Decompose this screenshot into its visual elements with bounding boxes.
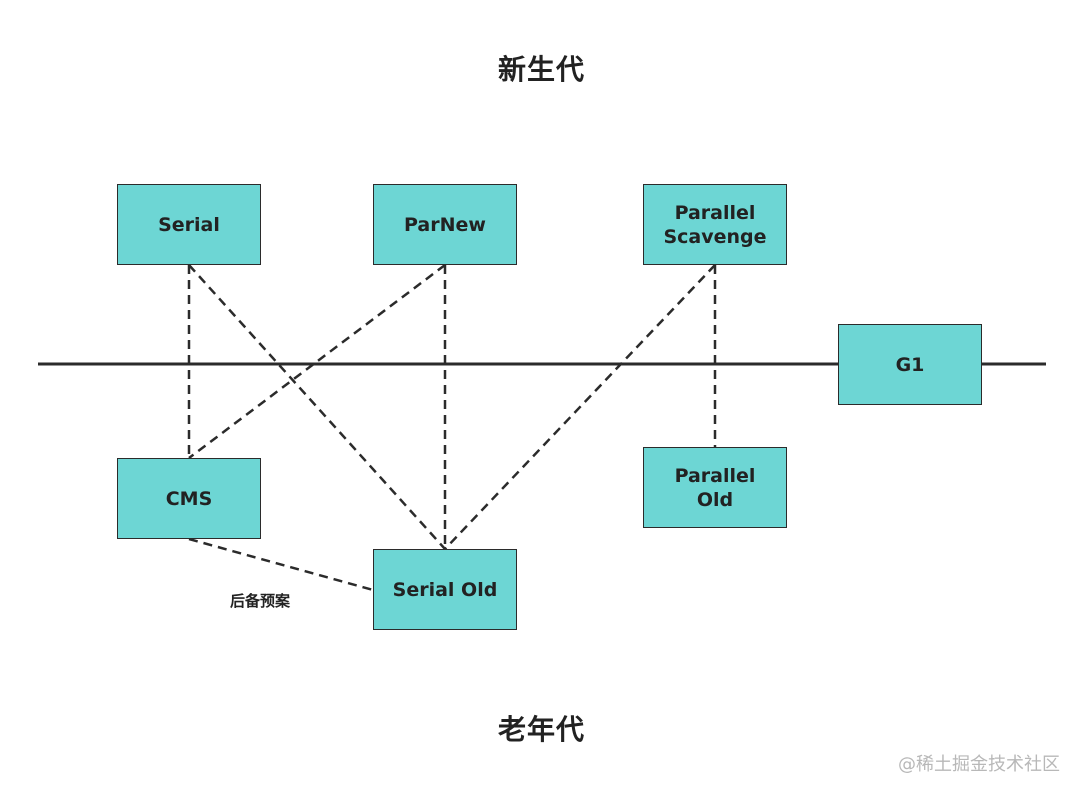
- serial-old-label: Serial Old: [392, 578, 498, 601]
- link-serial-serial-old: [188, 264, 446, 550]
- link-cms-serial-old-fallback: [188, 537, 374, 592]
- parallel-scavenge-label-line-2: Scavenge: [663, 225, 767, 248]
- serial-old-collector-box: Serial Old: [373, 549, 517, 630]
- fallback-annotation: 后备预案: [230, 592, 291, 610]
- parallel-old-label-line-2: Old: [696, 488, 734, 511]
- parnew-collector-box: ParNew: [373, 184, 517, 265]
- parallel-scavenge-collector-box: Parallel Scavenge: [643, 184, 787, 265]
- serial-label: Serial: [158, 213, 220, 236]
- parallel-old-collector-box: Parallel Old: [643, 447, 787, 528]
- g1-collector-box: G1: [838, 324, 982, 405]
- young-generation-title: 新生代: [497, 53, 585, 86]
- old-generation-title: 老年代: [497, 713, 585, 746]
- parallel-old-label-line-1: Parallel: [674, 464, 756, 487]
- g1-label: G1: [895, 353, 925, 376]
- link-parnew-cms: [188, 264, 446, 459]
- parallel-scavenge-label-line-1: Parallel: [674, 201, 756, 224]
- cms-label: CMS: [165, 487, 213, 510]
- link-parallel-scavenge-serial-old: [444, 264, 716, 550]
- parnew-label: ParNew: [404, 213, 486, 236]
- watermark: @稀土掘金技术社区: [898, 754, 1060, 775]
- cms-collector-box: CMS: [117, 458, 261, 539]
- serial-collector-box: Serial: [117, 184, 261, 265]
